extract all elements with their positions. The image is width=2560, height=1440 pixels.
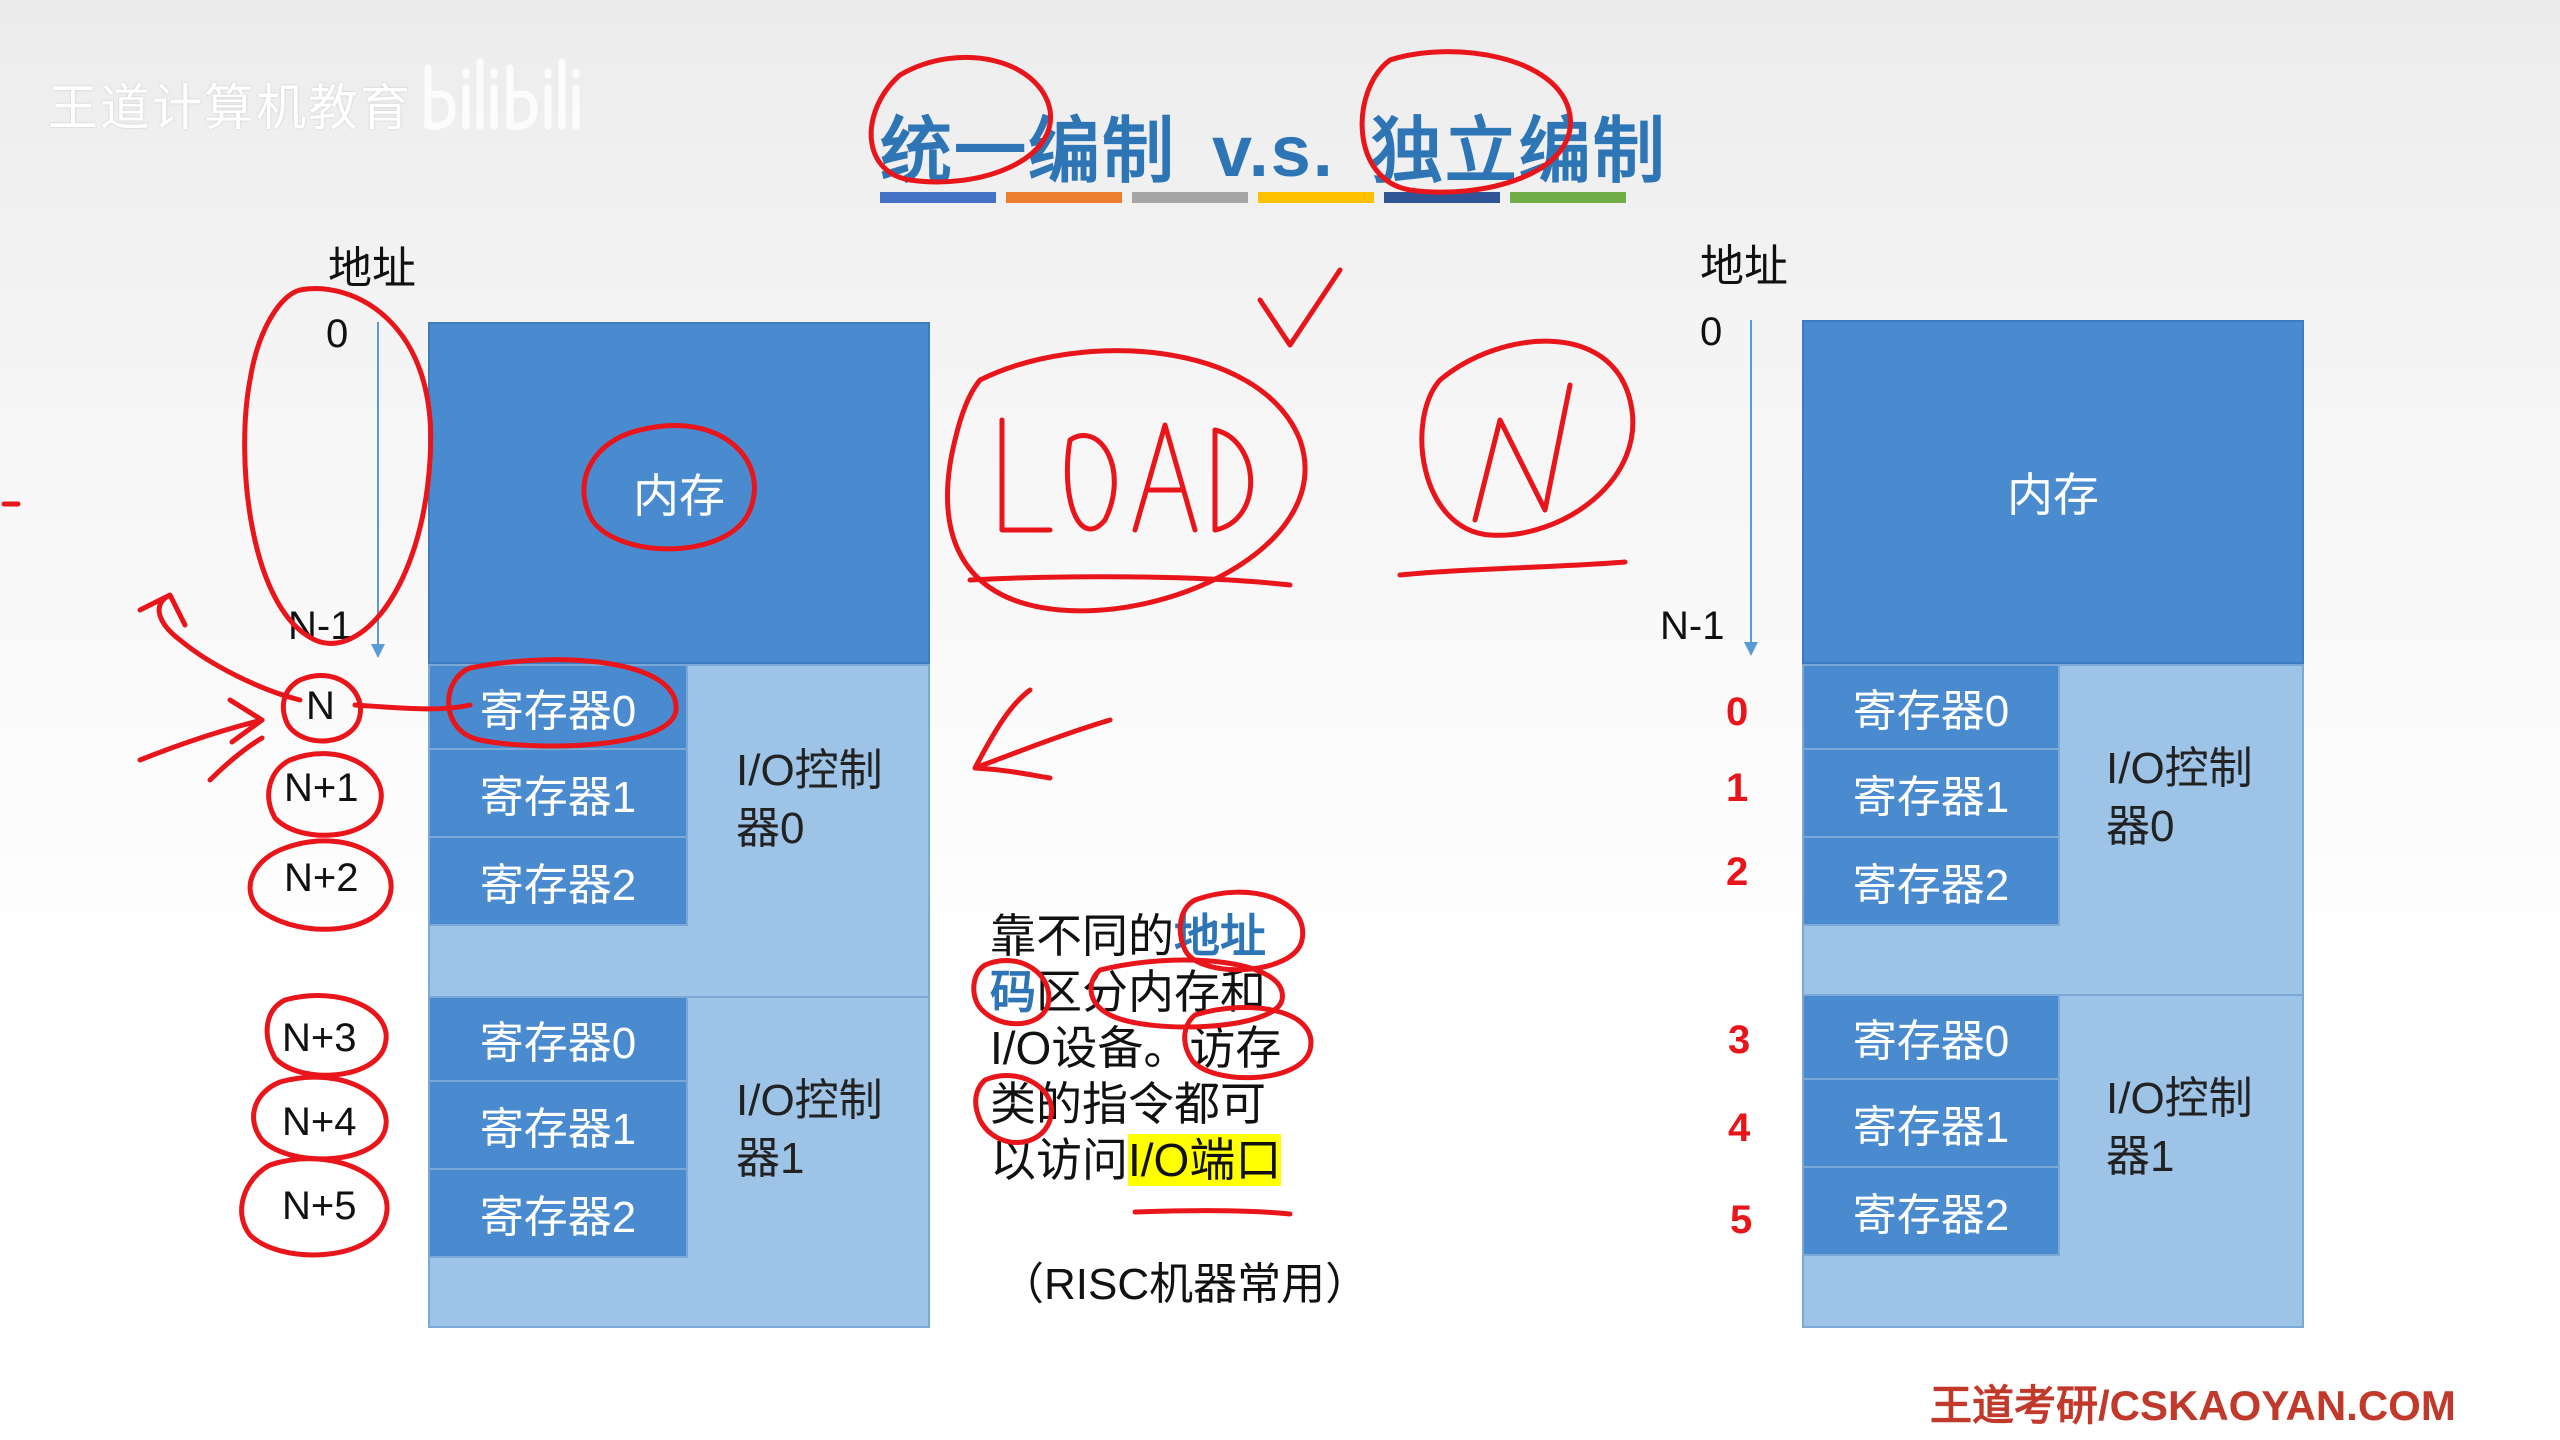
right-port-4: 4	[1728, 1106, 1751, 1150]
color-bar-segment	[1258, 192, 1374, 203]
right-ctrl1-register-2: 寄存器2	[1804, 1168, 2060, 1256]
title-unified: 统一编制	[880, 112, 1177, 192]
color-bar-segment	[880, 192, 996, 203]
title-color-bar	[880, 192, 1626, 203]
left-ctrl0-register-1: 寄存器1	[430, 750, 688, 838]
left-address-n5: N+5	[282, 1184, 357, 1228]
slide-title: 统一编制 v.s. 独立编制	[880, 92, 1667, 197]
right-addr-end: N-1	[1660, 604, 1725, 648]
color-bar-segment	[1510, 192, 1626, 203]
ink-letter-n	[1472, 382, 1573, 523]
right-ctrl1-register-0: 寄存器0	[1804, 996, 2060, 1080]
left-memory-label: 内存	[633, 470, 725, 522]
description-text: 靠不同的地址码区分内存和I/O设备。访存类的指令都可以访问I/O端口	[990, 908, 1310, 1188]
ink-underline-n	[1397, 559, 1628, 578]
left-address-n4: N+4	[282, 1100, 357, 1144]
left-ctrl0-register-0: 寄存器0	[430, 666, 688, 750]
ink-underline-io-port	[1132, 1208, 1293, 1217]
left-ctrl1-name: I/O控制器1	[736, 1076, 883, 1183]
bilibili-logo	[424, 58, 580, 130]
ink-arrow-to-n	[137, 697, 265, 763]
left-ctrl1-register-0: 寄存器0	[430, 998, 688, 1082]
title-independent: 独立编制	[1370, 112, 1667, 192]
ink-circle-load	[944, 348, 1308, 614]
left-ctrl1-register-1: 寄存器1	[430, 1082, 688, 1170]
color-bar-segment	[1384, 192, 1500, 203]
right-ctrl0-register-0: 寄存器0	[1804, 666, 2060, 750]
right-ctrl1-name: I/O控制器1	[2106, 1074, 2253, 1181]
left-memory-block: 内存	[428, 322, 930, 664]
right-port-0: 0	[1726, 690, 1749, 734]
left-addr-axis-arrow	[371, 644, 385, 658]
left-addr-end: N-1	[288, 604, 353, 648]
left-address-n1: N+1	[284, 766, 359, 810]
color-bar-segment	[1006, 192, 1122, 203]
right-ctrl0-name: I/O控制器0	[2106, 744, 2253, 851]
color-bar-segment	[1132, 192, 1248, 203]
left-ctrl0-name: I/O控制器0	[736, 746, 883, 853]
right-port-3: 3	[1728, 1018, 1751, 1062]
ink-arrow-to-n-lower	[207, 735, 265, 783]
right-ctrl0-register-1: 寄存器1	[1804, 750, 2060, 838]
left-addr-header: 地址	[328, 244, 416, 293]
left-ctrl0-register-2: 寄存器2	[430, 838, 688, 926]
ink-checkmark	[1257, 267, 1343, 348]
right-addr-axis-arrow	[1744, 642, 1758, 656]
ink-line-n-to-register	[137, 592, 303, 703]
left-ctrl1-register-2: 寄存器2	[430, 1170, 688, 1258]
right-memory-label: 内存	[2007, 469, 2099, 521]
ink-load-letters	[999, 417, 1254, 533]
ink-arrow-left	[972, 687, 1113, 781]
right-ctrl1-register-1: 寄存器1	[1804, 1080, 2060, 1168]
left-address-n3: N+3	[282, 1016, 357, 1060]
right-port-5: 5	[1730, 1198, 1753, 1242]
right-addr-header: 地址	[1700, 242, 1788, 291]
left-addr-start: 0	[326, 312, 349, 356]
right-port-1: 1	[1726, 766, 1749, 810]
ink-circle-n-big	[1419, 338, 1636, 538]
right-memory-block: 内存	[1802, 320, 2304, 664]
risc-note: （RISC机器常用）	[1000, 1260, 1370, 1309]
watermark: 王道计算机教育	[48, 80, 412, 136]
left-addr-axis	[377, 322, 379, 644]
desc-part1: 靠不同的	[990, 910, 1174, 962]
title-vs: v.s.	[1212, 112, 1335, 192]
right-addr-start: 0	[1700, 310, 1723, 354]
right-port-2: 2	[1726, 850, 1749, 894]
left-address-n2: N+2	[284, 856, 359, 900]
right-addr-axis	[1750, 320, 1752, 642]
right-ctrl0-register-2: 寄存器2	[1804, 838, 2060, 926]
desc-io-port: I/O端口	[1128, 1134, 1282, 1186]
ink-underline-load	[967, 574, 1293, 588]
left-address-n: N	[306, 684, 335, 728]
footer-brand: 王道考研/CSKAOYAN.COM	[1930, 1382, 2456, 1429]
